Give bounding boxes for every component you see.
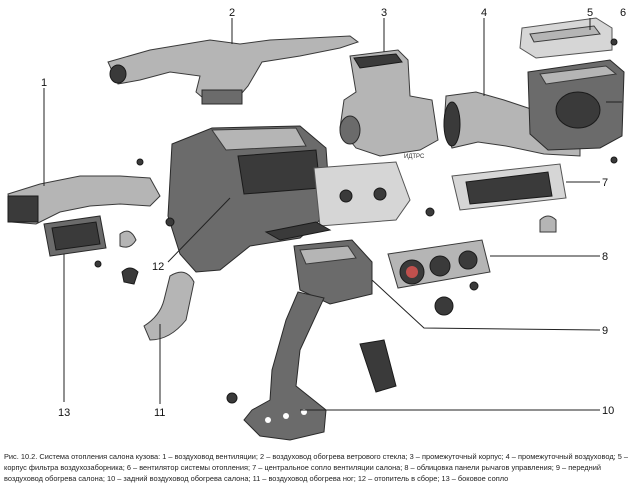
part-intermediate-housing [339,49,439,157]
part-windshield-duct [107,35,360,105]
callout-1: 1 [41,77,47,89]
part-ventilation-duct [7,175,161,225]
part-heater-fan [527,38,625,164]
callout-10: 10 [602,405,614,417]
leader-lines [43,18,622,411]
part-foot-heating-duct [143,271,195,341]
part-side-vent-nozzle [43,215,139,285]
callout-6: 6 [620,7,626,19]
watermark-text: ИДТРС [404,154,425,160]
callout-12: 12 [152,261,164,273]
part-filter-housing [519,17,613,59]
callout-7: 7 [602,177,608,189]
part-front-heating-duct [264,221,373,305]
callout-8: 8 [602,251,608,263]
callout-2: 2 [229,7,235,19]
part-central-vent-nozzle [425,163,567,233]
part-control-panel-trim [387,239,491,316]
callout-5: 5 [587,7,593,19]
callout-4: 4 [481,7,487,19]
callout-3: 3 [381,7,387,19]
callout-labels: 1 2 3 4 5 6 7 8 9 10 11 12 13 [41,7,626,419]
callout-13: 13 [58,407,70,419]
callout-11: 11 [154,407,165,419]
figure-caption: Рис. 10.2. Система отопления салона кузо… [4,452,629,483]
part-rear-heating-duct [226,291,397,441]
callout-9: 9 [602,325,608,337]
